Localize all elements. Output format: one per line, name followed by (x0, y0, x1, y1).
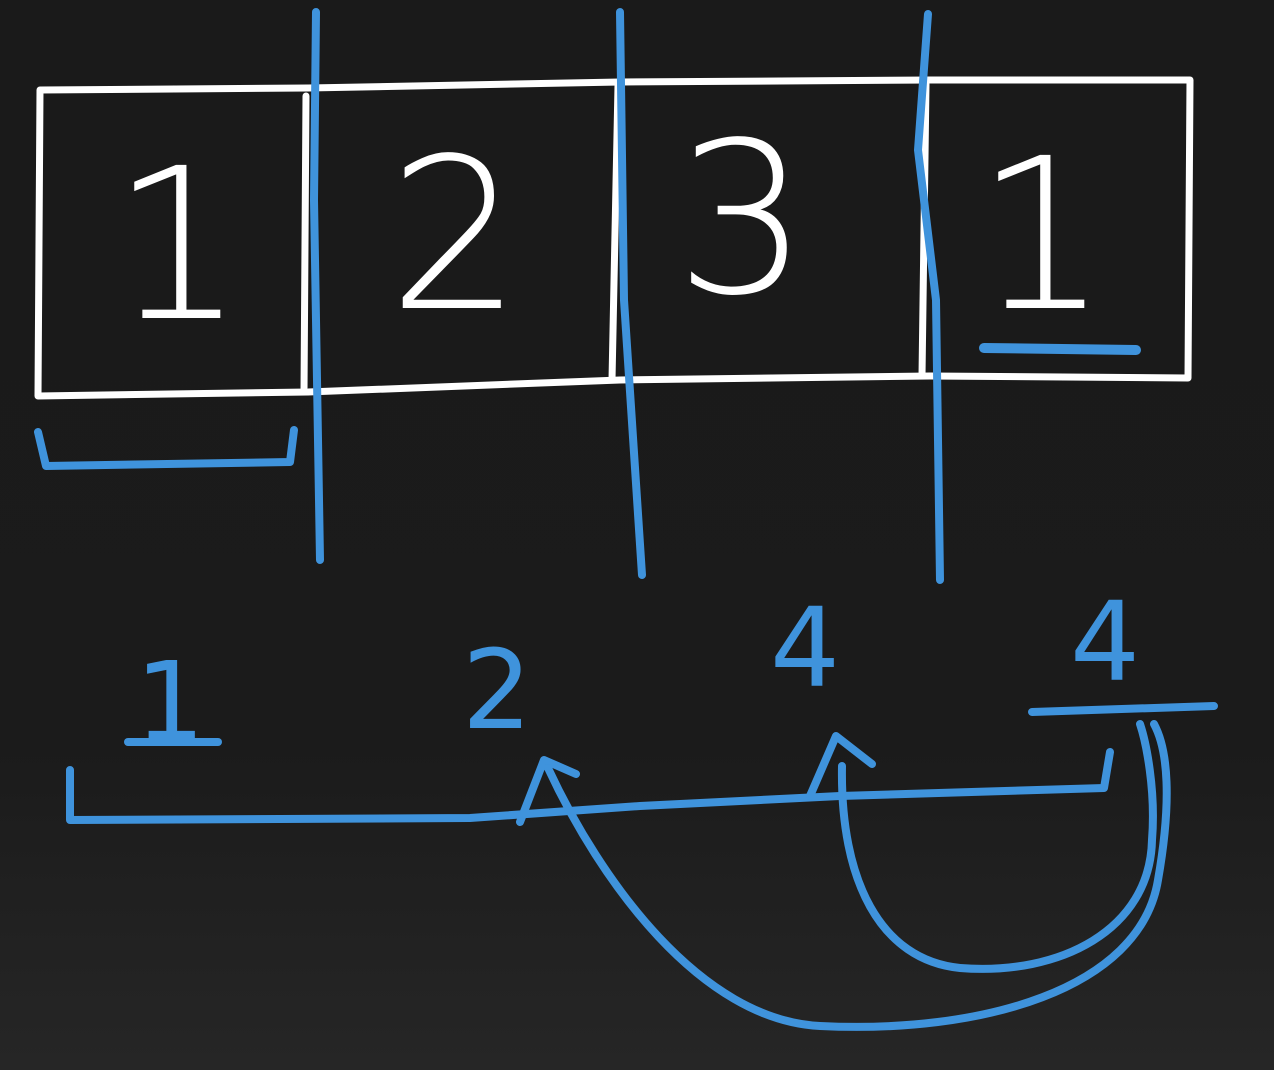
prefix-value-1: 1 (135, 638, 205, 766)
prefix-value-4: 4 (1070, 578, 1140, 706)
array-box (34, 76, 1194, 400)
last-cell-underline (979, 343, 1141, 355)
prefix-value-2: 2 (462, 626, 532, 754)
arc-to-value-2 (544, 720, 1171, 1031)
first-cell-bracket (34, 426, 298, 470)
array-cell-2: 2 (388, 113, 522, 358)
arc-to-value-3 (837, 720, 1157, 973)
array-cell-3: 3 (675, 97, 809, 342)
array-outline (34, 76, 1194, 400)
array-cell-1: 1 (111, 123, 245, 368)
partition-line-1 (310, 8, 324, 564)
caret-arrow-3 (806, 732, 876, 800)
array-cell-4: 1 (975, 113, 1109, 358)
prefix-range-bracket (66, 748, 1114, 824)
partition-line-3 (914, 10, 944, 584)
caret-arrow-2 (516, 756, 580, 826)
prefix-4-underline (1028, 702, 1218, 716)
cell-divider-2 (608, 82, 622, 384)
partition-line-2 (616, 8, 646, 579)
prefix-value-3: 4 (770, 584, 840, 712)
cell-divider-1 (300, 92, 310, 396)
